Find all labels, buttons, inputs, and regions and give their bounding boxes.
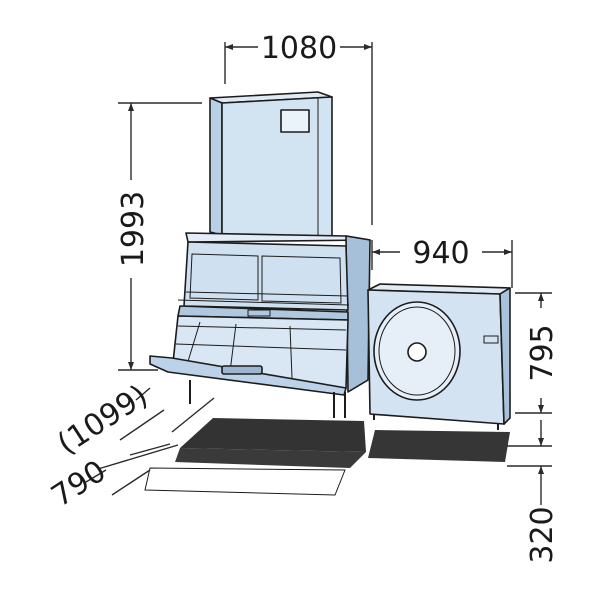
dimension-condenser-width: 940 — [371, 236, 513, 288]
storage-bin — [149, 232, 371, 418]
floor-footprint — [144, 418, 510, 496]
bin-window-right — [261, 255, 342, 304]
bin-front-upper — [183, 241, 349, 311]
remote-condenser — [367, 283, 511, 430]
label-unit-height: 1993 — [116, 191, 151, 267]
head-side-face — [221, 96, 333, 239]
bin-floor-mat — [175, 448, 366, 468]
dimension-condenser-height: 795 — [515, 292, 560, 414]
bin-top-rim — [185, 232, 371, 243]
bin-frame-line-2 — [177, 299, 350, 306]
door-rib-5 — [289, 325, 293, 379]
ice-maker-head — [209, 91, 333, 239]
condenser-fan-hub — [407, 342, 427, 362]
condenser-side-face — [499, 287, 511, 425]
door-rib-2 — [175, 343, 347, 351]
dimension-unit-width: 1080 — [224, 31, 373, 225]
bin-latch — [247, 309, 271, 317]
label-condenser-clearance: 320 — [525, 506, 560, 563]
label-depth: 790 — [45, 454, 112, 515]
head-control-panel — [280, 109, 310, 133]
condenser-floor-mat — [368, 430, 510, 462]
bin-floor-shadow — [144, 467, 346, 496]
door-rib-4 — [229, 323, 237, 373]
label-depth-with-door: (1099) — [51, 378, 154, 462]
dimension-condenser-clearance: 320 — [507, 420, 560, 564]
condenser-fan-guard-inner — [378, 306, 456, 396]
dimension-unit-height: 1993 — [116, 102, 202, 371]
label-unit-width: 1080 — [261, 31, 337, 66]
door-handle — [221, 365, 263, 375]
bin-side-face — [345, 235, 371, 393]
bin-floor-mat-top — [180, 418, 366, 452]
head-front-face — [209, 97, 223, 236]
label-condenser-width: 940 — [412, 236, 469, 271]
condenser-badge — [483, 335, 499, 344]
label-condenser-height: 795 — [525, 324, 560, 381]
bin-frame-line — [185, 291, 349, 297]
bin-window-left — [189, 253, 259, 301]
door-rib-1 — [177, 325, 347, 331]
